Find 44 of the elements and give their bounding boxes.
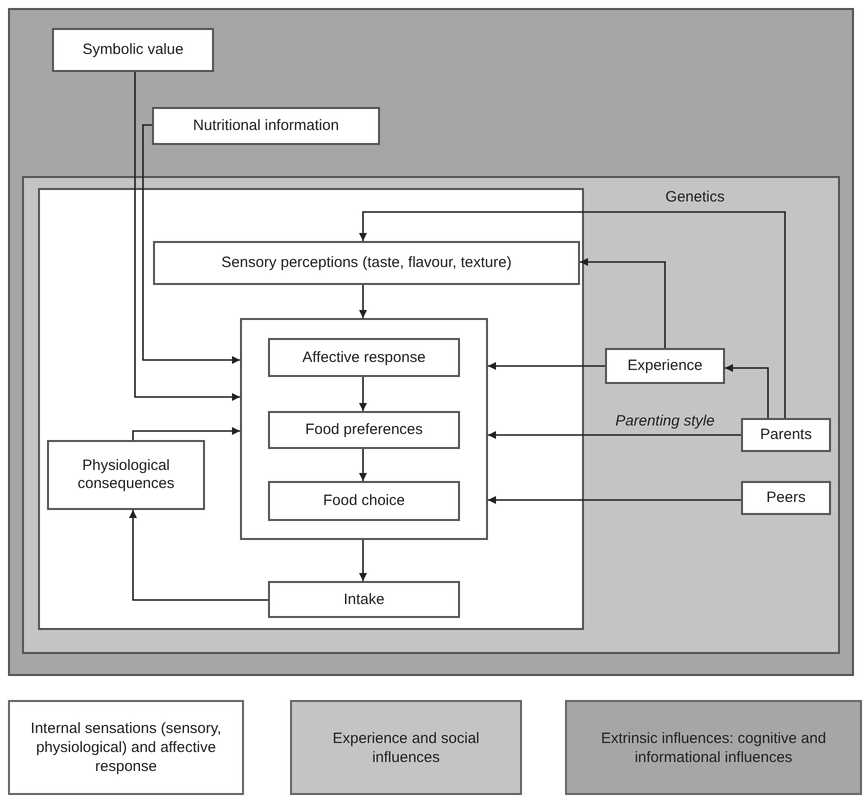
arrow <box>359 449 367 481</box>
arrow <box>725 364 769 418</box>
box-label: Nutritional information <box>193 117 339 135</box>
edge-label: Parenting style <box>613 412 717 430</box>
legend-label: Experience and social influences <box>332 728 480 766</box>
box-label: Food choice <box>323 492 405 510</box>
frame-panel <box>240 318 488 540</box>
box-label: Parents <box>760 426 812 444</box>
process-box <box>268 581 460 618</box>
process-box <box>268 338 460 377</box>
process-box <box>268 481 460 521</box>
frame-panel <box>38 188 584 630</box>
box-label: Intake <box>344 590 384 608</box>
box-label: Physiological consequences <box>76 457 176 493</box>
box-label: Sensory perceptions (taste, flavour, texture) <box>221 254 512 272</box>
box-label: Experience <box>627 357 703 375</box>
process-box <box>153 241 580 285</box>
process-box <box>605 348 725 384</box>
arrow <box>580 258 666 348</box>
frame-panel <box>22 176 840 654</box>
arrow <box>129 510 268 601</box>
arrow <box>359 211 786 418</box>
arrow <box>359 540 367 581</box>
arrow <box>488 431 741 439</box>
process-box <box>268 411 460 449</box>
box-label: Affective response <box>302 348 426 366</box>
arrow <box>132 427 240 440</box>
frame-panel <box>8 8 854 676</box>
box-label: Food preferences <box>305 421 423 439</box>
process-box <box>741 418 831 452</box>
arrow <box>134 72 240 401</box>
process-box <box>152 107 380 145</box>
box-label: Peers <box>766 489 806 507</box>
legend-label: Internal sensations (sensory, physiological) and affective response <box>30 719 222 776</box>
process-box <box>47 440 205 510</box>
arrow <box>488 362 605 370</box>
box-label: Symbolic value <box>82 41 184 59</box>
arrow <box>359 377 367 411</box>
process-box <box>741 481 831 515</box>
process-box <box>52 28 214 72</box>
arrow <box>142 124 240 364</box>
arrow <box>359 285 367 318</box>
arrow <box>488 496 741 504</box>
legend-label: Extrinsic influences: cognitive and informational influences <box>600 728 828 766</box>
